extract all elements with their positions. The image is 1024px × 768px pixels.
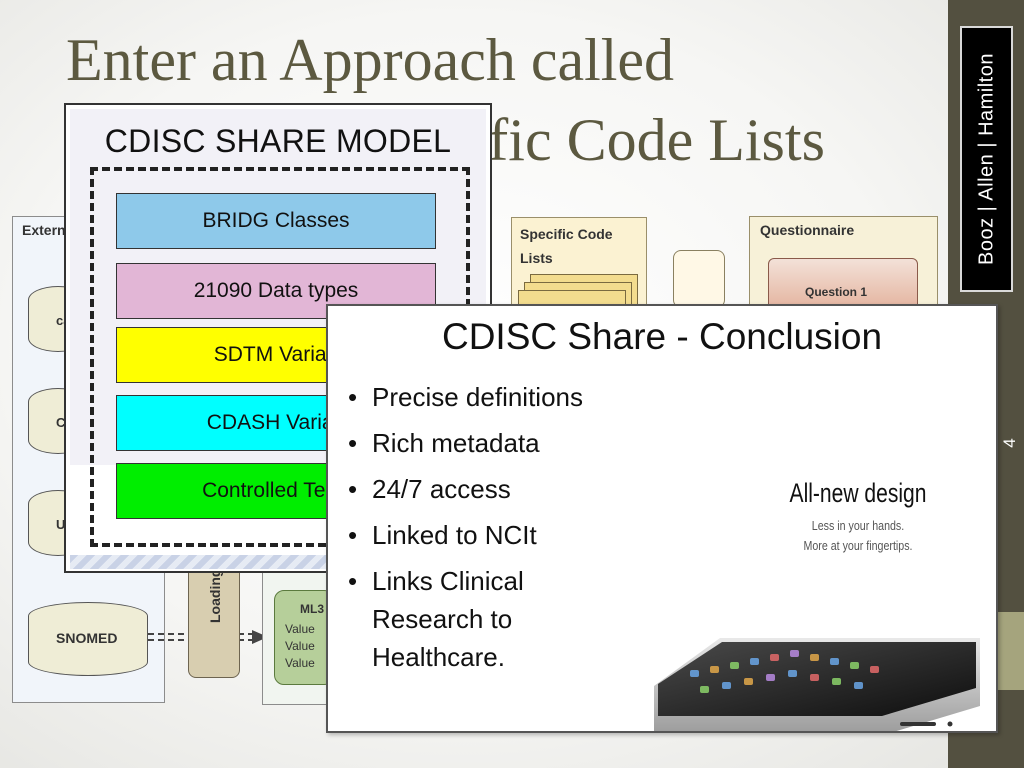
bullet-dot: • [348, 520, 358, 550]
value-list-item: Value [285, 622, 315, 636]
value-list-item: Value [285, 639, 315, 653]
bullet-text: 24/7 access [372, 474, 511, 504]
brand-logo-box: Booz | Allen | Hamilton [960, 26, 1013, 292]
bullet-text: Precise definitions [372, 382, 583, 412]
bullet-dot: • [348, 382, 358, 412]
design-tagline-2: More at your fingertips. [803, 538, 913, 553]
model-layer-label: CDASH Variab [206, 411, 346, 434]
question-scroll [768, 258, 918, 310]
value-list-item: Value [285, 656, 315, 670]
design-tagline-1: Less in your hands. [811, 518, 905, 533]
model-layer-label: 21090 Data types [193, 279, 359, 302]
value-list-shape [274, 590, 334, 685]
model-layer-label: SDTM Variab [213, 343, 339, 366]
model-layer-label: Controlled Term [202, 479, 350, 502]
connector-box [673, 250, 725, 308]
bullet-text: Links Clinical Research to Healthcare. [372, 566, 524, 672]
conclusion-bullet: • Precise definitions [342, 378, 642, 416]
model-title: CDISC SHARE MODEL [104, 123, 452, 159]
conclusion-bullet: • Linked to NCIt [342, 516, 642, 554]
bullet-text: Rich metadata [372, 428, 540, 458]
conclusion-bullet: • 24/7 access [342, 470, 642, 508]
bullet-text: Linked to NCIt [372, 520, 537, 550]
slide-title-line-2: cific Code Lists [445, 107, 825, 173]
conclusion-bullet: • Links Clinical Research to Healthcare. [342, 562, 642, 676]
questionnaire-label: Questionnaire [760, 222, 855, 238]
conclusion-bullet-list: • Precise definitions • Rich metadata • 24/… [342, 378, 642, 684]
conclusion-slide-card: CDISC Share - Conclusion • Precise defini… [326, 304, 998, 733]
question-1-label: Question 1 [805, 285, 868, 299]
model-layer-bridg: BRIDG Classes [116, 193, 436, 249]
conclusion-bullet: • Rich metadata [342, 424, 642, 462]
external-sources-label: Extern [22, 222, 66, 238]
slide-title-line-1: Enter an Approach called [66, 27, 675, 93]
brand-logo-text: Booz | Allen | Hamilton [975, 53, 997, 265]
bullet-dot: • [348, 566, 358, 596]
bullet-dot: • [348, 428, 358, 458]
snomed-label: SNOMED [56, 630, 118, 646]
snomed-cylinder [28, 602, 148, 676]
page-number: 4 [1000, 438, 1019, 448]
model-layer-label: BRIDG Classes [202, 209, 350, 232]
conclusion-title: CDISC Share - Conclusion [441, 316, 883, 357]
tablet-image [654, 638, 980, 731]
database-label: U [56, 517, 66, 532]
design-headline: All-new design [789, 478, 927, 508]
value-list-title: ML3 [300, 602, 324, 616]
specific-code-lists-label: Specific Code Lists [520, 226, 613, 266]
bullet-dot: • [348, 474, 358, 504]
